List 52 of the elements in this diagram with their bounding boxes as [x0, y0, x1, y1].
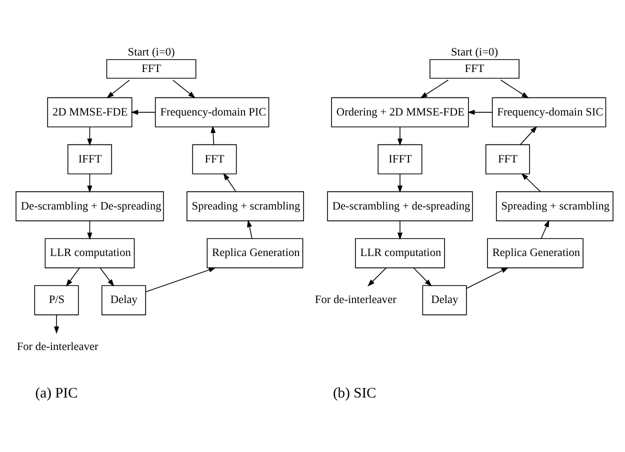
node-box: LLR computation [44, 238, 135, 268]
node-box: 2D MMSE-FDE [47, 96, 132, 127]
node-text: For de-interleaver [16, 340, 98, 353]
node-box: Frequency-domain SIC [492, 96, 606, 127]
label: (b) SIC [332, 385, 376, 402]
arrow [467, 109, 493, 114]
node-box: Delay [101, 284, 146, 315]
arrow [413, 267, 432, 286]
arrow [145, 266, 216, 292]
arrow [500, 79, 529, 98]
arrow [540, 219, 550, 239]
arrow [100, 267, 114, 286]
node-box: Spreading + scrambling [496, 190, 614, 221]
node-box: LLR computation [355, 238, 445, 268]
label: (a) PIC [35, 385, 78, 402]
node-box: Frequency-domain PIC [154, 96, 270, 127]
node-box: FFT [106, 58, 196, 78]
arrow [466, 266, 509, 288]
node-box: De-scrambling + De-spreading [16, 190, 164, 221]
arrow [87, 173, 92, 192]
node-box: De-scrambling + de-spreading [327, 190, 473, 221]
node-box: FFT [192, 144, 237, 174]
arrow [247, 219, 252, 239]
node-box: Ordering + 2D MMSE-FDE [331, 96, 469, 127]
node-box: Spreading + scrambling [186, 190, 304, 221]
node-text: For de-interleaver [314, 294, 396, 306]
node-box: FFT [430, 58, 520, 78]
arrow [130, 109, 156, 114]
node-box: P/S [34, 284, 79, 315]
node-label: Start (i=0) [451, 46, 498, 58]
node-box: Replica Generation [487, 238, 584, 268]
arrow [520, 126, 538, 145]
arrow [87, 126, 92, 146]
arrow [223, 172, 236, 192]
arrow [87, 220, 92, 240]
node-box: FFT [485, 144, 530, 174]
arrow [66, 267, 80, 286]
arrow [106, 79, 130, 98]
node-box: Replica Generation [206, 238, 304, 268]
node-box: Delay [422, 284, 467, 315]
arrow [54, 314, 60, 334]
arrow [172, 79, 196, 98]
arrow [521, 172, 541, 192]
node-box: IFFT [378, 144, 422, 174]
arrow [397, 220, 403, 240]
arrow [420, 79, 449, 98]
arrow [397, 173, 403, 192]
node-box: IFFT [67, 144, 112, 174]
arrow [397, 126, 403, 146]
arrow [210, 125, 216, 145]
arrow [368, 267, 387, 286]
node-label: Start (i=0) [128, 46, 175, 58]
